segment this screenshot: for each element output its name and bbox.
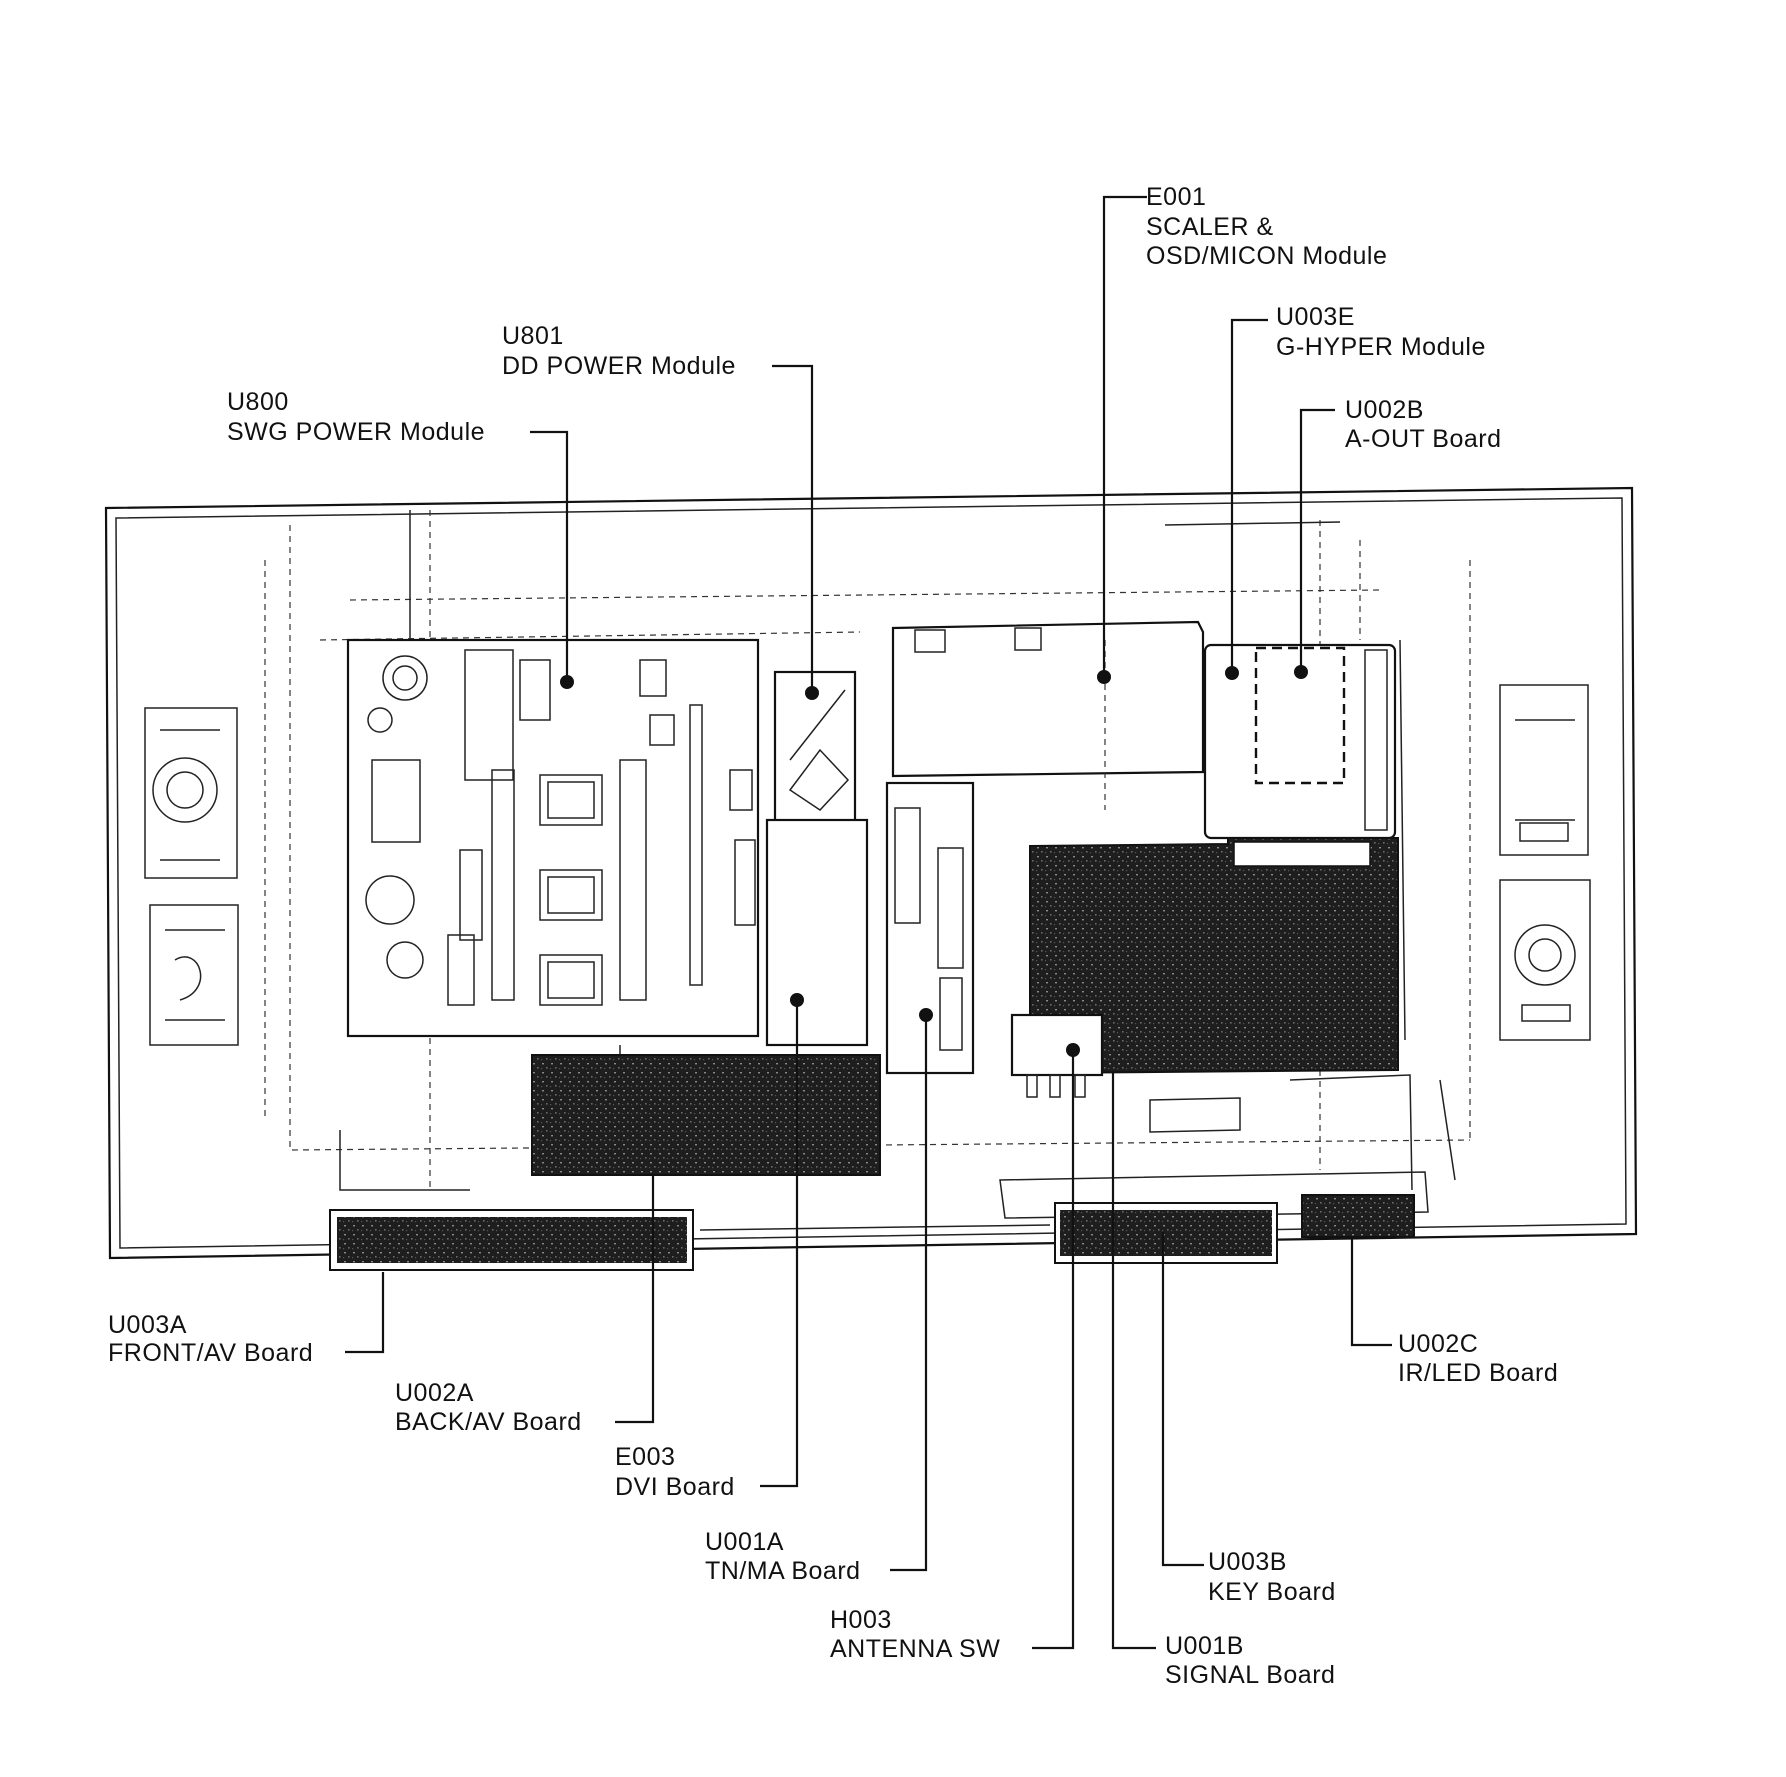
u003b-name: KEY Board [1208,1578,1336,1606]
label-u003b: U003B KEY Board [1208,1548,1336,1606]
right-speaker-upper [1499,684,1589,856]
swg-power-module-board [346,638,760,1038]
u001b-code: U001B [1165,1632,1244,1660]
left-speaker-upper [144,707,238,879]
ir-led-board [1301,1194,1415,1238]
e003-name: DVI Board [615,1473,735,1501]
signal-board-dark-area [1029,837,1399,1075]
label-u001b: U001B SIGNAL Board [1165,1632,1335,1689]
u002a-name: BACK/AV Board [395,1408,582,1436]
u002c-name: IR/LED Board [1398,1359,1558,1387]
u003a-name: FRONT/AV Board [108,1339,313,1367]
u801-name: DD POWER Module [502,352,736,380]
label-u003e: U003E G-HYPER Module [1276,303,1486,361]
label-e003: E003 DVI Board [615,1443,735,1501]
u001a-code: U001A [705,1528,784,1556]
u800-name: SWG POWER Module [227,418,485,446]
label-u003a: U003A FRONT/AV Board [108,1311,313,1367]
dvi-board [765,818,869,1047]
u002b-name: A-OUT Board [1345,425,1501,453]
left-speaker-lower [149,904,239,1046]
u003b-code: U003B [1208,1548,1287,1576]
back-av-board [531,1054,881,1176]
scaler-osd-micon-module-board [891,620,1205,810]
u003e-name: G-HYPER Module [1276,333,1486,361]
u001a-name: TN/MA Board [705,1557,861,1585]
e001-line3: OSD/MICON Module [1146,242,1387,270]
label-e001: E001 SCALER & OSD/MICON Module [1146,183,1387,270]
antenna-switch-part [1010,1013,1104,1098]
u002a-code: U002A [395,1379,474,1407]
key-board [1054,1202,1278,1264]
front-av-board [329,1209,694,1271]
u002b-code: U002B [1345,396,1424,424]
e001-code: E001 [1146,183,1206,211]
u800-code: U800 [227,388,289,416]
u003e-code: U003E [1276,303,1355,331]
label-u002a: U002A BACK/AV Board [395,1379,582,1436]
label-u002c: U002C IR/LED Board [1398,1330,1558,1387]
e001-line2: SCALER & [1146,213,1274,241]
label-u800: U800 SWG POWER Module [227,388,485,446]
h003-code: H003 [830,1606,892,1634]
leader-lines [345,195,1392,1650]
right-speaker-lower [1499,879,1591,1041]
label-h003: H003 ANTENNA SW [830,1606,1000,1663]
h003-name: ANTENNA SW [830,1635,1000,1663]
label-u801: U801 DD POWER Module [502,322,736,380]
u801-code: U801 [502,322,564,350]
u001b-name: SIGNAL Board [1165,1661,1335,1689]
u002c-code: U002C [1398,1330,1478,1358]
label-u001a: U001A TN/MA Board [705,1528,861,1585]
e003-code: E003 [615,1443,675,1471]
tn-ma-board [885,781,975,1075]
u003a-code: U003A [108,1311,187,1339]
label-u002b: U002B A-OUT Board [1345,396,1501,453]
